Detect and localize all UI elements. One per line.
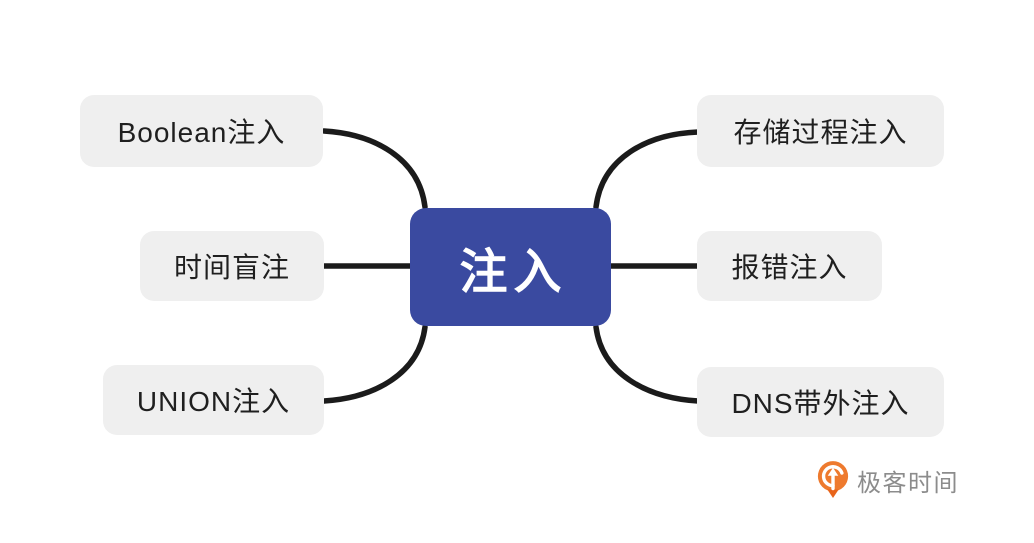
- node-error-based-injection: 报错注入: [697, 231, 882, 301]
- connector-union: [321, 324, 428, 404]
- node-stored-procedure-injection: 存储过程注入: [697, 95, 944, 167]
- node-label: 报错注入: [731, 252, 848, 283]
- node-dns-oob-injection: DNS带外注入: [697, 367, 944, 437]
- geektime-watermark: 极客时间: [816, 460, 959, 500]
- node-time-blind-injection: 时间盲注: [140, 231, 324, 301]
- node-label: 时间盲注: [173, 252, 290, 283]
- node-label: DNS带外注入: [731, 388, 910, 419]
- node-union-injection: UNION注入: [103, 365, 324, 435]
- brand-name: 极客时间: [857, 469, 959, 497]
- node-label: UNION注入: [136, 386, 291, 417]
- geektime-logo-icon: [817, 461, 849, 498]
- node-label: Boolean注入: [117, 117, 286, 148]
- center-node-label: 注入: [459, 246, 568, 299]
- node-boolean-injection: Boolean注入: [80, 95, 323, 167]
- connector-dns: [593, 324, 701, 404]
- connector-stored-proc: [593, 129, 701, 210]
- connector-boolean: [321, 128, 428, 210]
- node-center-injection: 注入: [410, 208, 611, 326]
- node-label: 存储过程注入: [733, 117, 908, 148]
